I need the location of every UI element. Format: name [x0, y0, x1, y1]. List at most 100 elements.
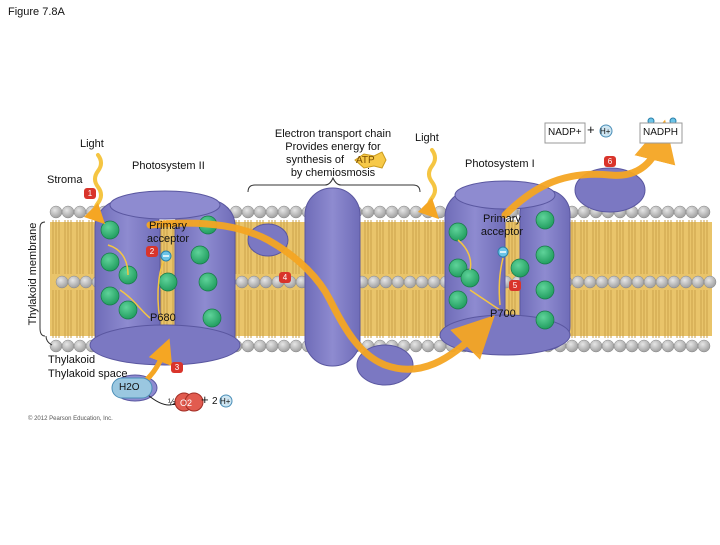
- thylakoid-space-label-1: Thylakoid: [48, 354, 96, 366]
- etc-line-4: by chemiosmosis: [290, 167, 376, 179]
- chlorophyll-dot: [448, 290, 468, 310]
- lipid-head: [61, 205, 75, 219]
- step-badge-2: 2: [146, 246, 158, 257]
- light-label-left: Light: [80, 138, 104, 150]
- lipid-head: [277, 339, 291, 353]
- cytochrome-complex: [304, 187, 361, 367]
- lipid-head: [577, 339, 591, 353]
- lipid-head: [619, 275, 633, 289]
- two-label: 2: [212, 396, 218, 407]
- thylakoid-space-label: Thylakoid space: [48, 368, 128, 380]
- lipid-head: [361, 205, 375, 219]
- h2o-label: H2O: [119, 382, 140, 393]
- membrane-brace: [39, 221, 46, 337]
- atp-burst: [354, 151, 387, 169]
- chlorophyll-dot: [535, 280, 555, 300]
- lipid-head: [601, 339, 615, 353]
- lipid-head: [79, 275, 93, 289]
- electron-marker-left: [160, 250, 172, 262]
- lipid-head: [61, 339, 75, 353]
- lipid-head: [403, 275, 417, 289]
- h-plus-label-right: H+: [600, 127, 611, 136]
- primary-acceptor-left-2: acceptor: [146, 233, 190, 245]
- lipid-head: [379, 275, 393, 289]
- lipid-head: [427, 275, 441, 289]
- lipid-head: [391, 275, 405, 289]
- lipid-head: [679, 275, 693, 289]
- lipid-head: [685, 339, 699, 353]
- lipid-head: [667, 275, 681, 289]
- lipid-head: [385, 205, 399, 219]
- step-badge-1: 1: [84, 188, 96, 199]
- nadp-reductase: [574, 167, 646, 213]
- lipid-head: [643, 275, 657, 289]
- chlorophyll-dot: [100, 286, 120, 306]
- lipid-head: [409, 205, 423, 219]
- lipid-head: [703, 275, 717, 289]
- step-badge-5: 5: [509, 280, 521, 291]
- lipid-head: [397, 205, 411, 219]
- atp-label: ATP: [356, 155, 375, 166]
- energy-transfer-arrows-psi: [457, 239, 504, 311]
- lipid-head: [241, 339, 255, 353]
- p680-label: P680: [150, 312, 176, 324]
- lipid-head: [649, 339, 663, 353]
- lipid-head: [625, 339, 639, 353]
- hydrogen-ion-left: [219, 394, 233, 408]
- nadp-label: NADP+: [548, 127, 582, 138]
- lipid-head: [631, 275, 645, 289]
- electron-marker-right: [497, 246, 509, 258]
- electron-flow-arrow: [146, 219, 495, 373]
- etc-brace: [247, 176, 421, 193]
- lipid-head: [253, 339, 267, 353]
- lipid-head: [367, 275, 381, 289]
- chlorophyll-dot: [535, 210, 555, 230]
- etc-line-2: Provides energy for: [285, 141, 381, 153]
- lipid-head: [247, 275, 261, 289]
- lipid-head: [265, 205, 279, 219]
- lipid-head: [697, 339, 711, 353]
- o2-label: O2: [180, 398, 193, 408]
- h-plus-label-left: H+: [220, 397, 231, 406]
- membrane-label: Thylakoid membrane: [27, 222, 39, 326]
- lipid-head: [607, 275, 621, 289]
- chlorophyll-dot: [158, 272, 178, 292]
- step-badge-3: 3: [171, 362, 183, 373]
- chlorophyll-dot: [190, 245, 210, 265]
- lipid-head: [673, 339, 687, 353]
- lipid-head: [577, 205, 591, 219]
- lipid-head: [637, 339, 651, 353]
- primary-acceptor-right-2: acceptor: [480, 226, 524, 238]
- lipid-head: [415, 275, 429, 289]
- lipid-head: [289, 205, 303, 219]
- primary-acceptor-left-1: Primary: [149, 220, 187, 232]
- plus-sign-right: +: [587, 122, 595, 137]
- lipid-head: [661, 339, 675, 353]
- lipid-head: [265, 339, 279, 353]
- chlorophyll-dot: [510, 258, 530, 278]
- lipid-head: [589, 339, 603, 353]
- lipid-head: [583, 275, 597, 289]
- lipid-head: [595, 275, 609, 289]
- lipid-head: [697, 205, 711, 219]
- plus-sign-left: +: [201, 392, 209, 407]
- lipid-head: [277, 205, 291, 219]
- lipid-head: [409, 339, 423, 353]
- lipid-head: [565, 339, 579, 353]
- lipid-head: [73, 339, 87, 353]
- lipid-head: [673, 205, 687, 219]
- nadph-box: [639, 122, 683, 144]
- p700-label: P700: [490, 308, 516, 320]
- photosystem-ii-label: Photosystem II: [132, 160, 205, 172]
- nadp-flow-arrow: [501, 119, 676, 219]
- lipid-head: [289, 339, 303, 353]
- hydrogen-ion-right: [599, 124, 613, 138]
- lipid-head: [73, 205, 87, 219]
- nadp-box: [544, 122, 586, 144]
- lipid-head: [691, 275, 705, 289]
- photosystem-i-label: Photosystem I: [465, 158, 535, 170]
- etc-line-3: synthesis of: [286, 154, 345, 166]
- lipid-head: [259, 275, 273, 289]
